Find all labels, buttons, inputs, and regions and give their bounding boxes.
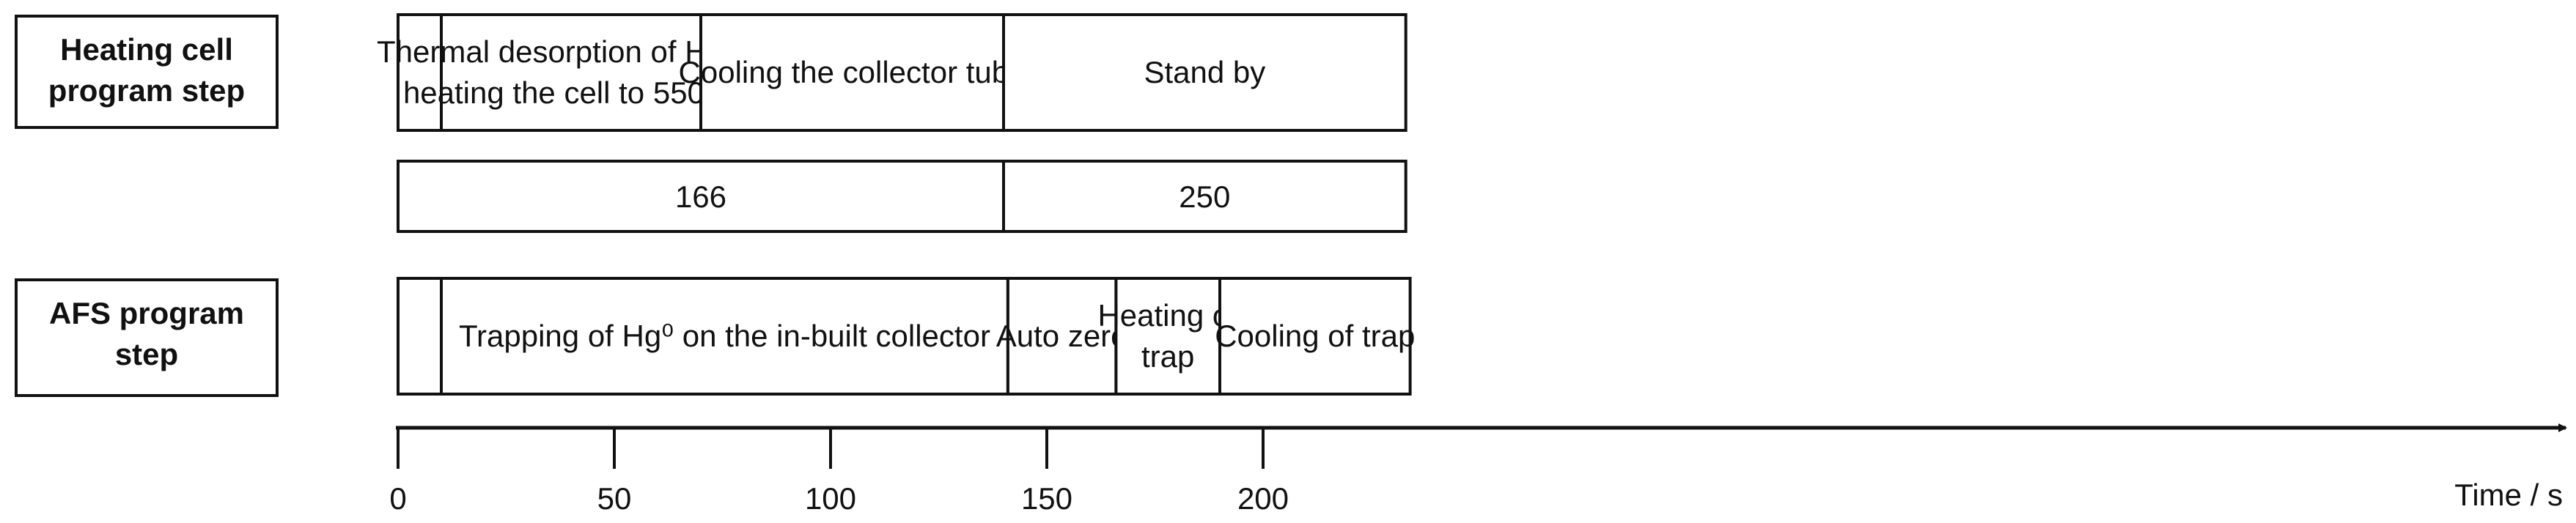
afs-step-text-4-0: Cooling of trap — [1215, 319, 1415, 353]
afs-label-line-2: step — [115, 337, 178, 371]
afs-step-text-3-1: trap — [1141, 339, 1194, 374]
afs-step-box-3 — [1114, 277, 1222, 396]
heating-row-label: Heating cell program step — [15, 15, 279, 129]
afs-step-box-1 — [440, 277, 1009, 396]
axis-tick-label-150: 150 — [1021, 481, 1072, 516]
axis-tick-label-200: 200 — [1237, 481, 1289, 516]
heating-step-box-0 — [397, 13, 443, 132]
axis-tick-label-50: 50 — [597, 481, 632, 516]
afs-step-text-1-0: Trapping of Hg⁰ on the in-built collecto… — [459, 319, 990, 353]
axis-label: Time / s — [2454, 478, 2563, 512]
afs-label-line-1: AFS program — [49, 296, 244, 330]
axis-ticks: 0 50 100 150 200 — [389, 428, 1289, 516]
heating-step-box-3 — [1002, 13, 1407, 132]
axis-tick-label-0: 0 — [389, 481, 406, 516]
afs-step-box-4 — [1218, 277, 1412, 396]
afs-step-box-2 — [1006, 277, 1118, 396]
afs-step-row: Trapping of Hg⁰ on the in-built collecto… — [397, 277, 1415, 396]
heating-step-text-2-0: Cooling the collector tube — [679, 55, 1026, 89]
afs-row-label: AFS program step — [15, 278, 279, 397]
afs-step-text-2-0: Auto zero — [996, 319, 1128, 353]
afs-step-text-3-0: Heating of — [1097, 298, 1238, 333]
duration-row: 166 250 — [397, 160, 1407, 233]
duration-label-1: 250 — [1179, 179, 1230, 214]
heating-label-line-1: Heating cell — [60, 32, 233, 67]
duration-label-0: 166 — [675, 179, 726, 214]
heating-step-box-1 — [440, 13, 702, 132]
heating-label-line-2: program step — [48, 73, 245, 108]
afs-step-box-0 — [397, 277, 443, 396]
heating-step-text-1-1: heating the cell to 550°C — [403, 75, 739, 110]
duration-box-0 — [397, 160, 1005, 233]
time-axis: 0 50 100 150 200 Time / s — [389, 423, 2567, 516]
axis-tick-label-100: 100 — [805, 481, 856, 516]
heating-step-text-3-0: Stand by — [1144, 55, 1265, 89]
duration-box-1 — [1002, 160, 1407, 233]
